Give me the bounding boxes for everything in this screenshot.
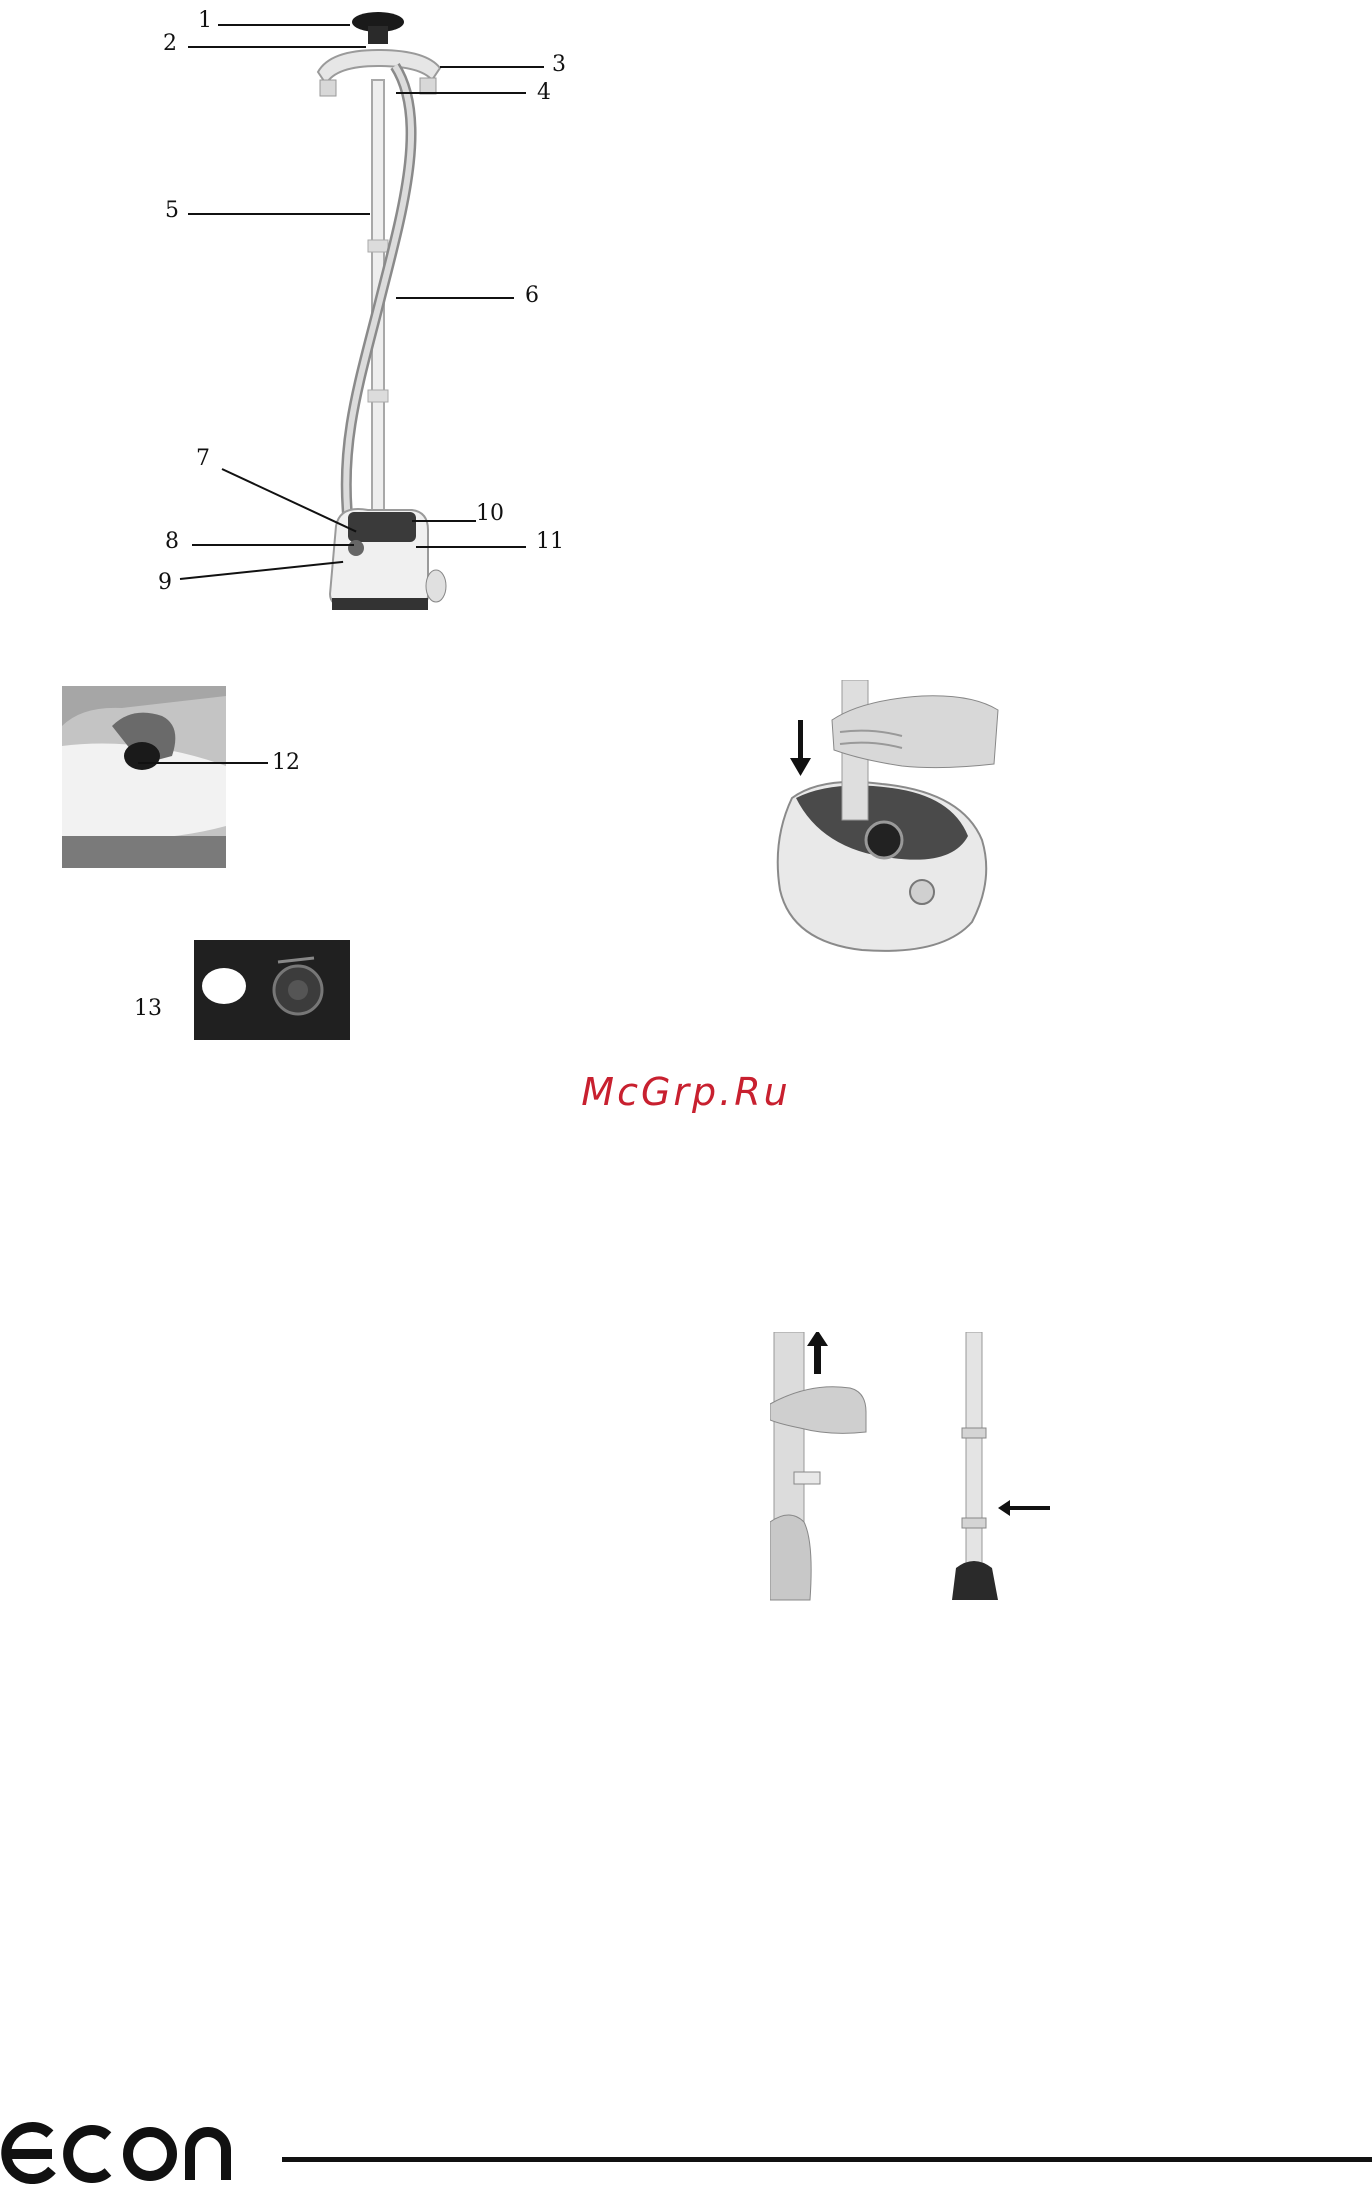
callout-13: 13: [134, 998, 162, 1020]
detail-photo-tank-cap: [62, 686, 226, 868]
callout-9: 9: [158, 572, 172, 594]
callout-6: 6: [525, 285, 539, 307]
callout-2: 2: [163, 33, 177, 55]
callout-11: 11: [536, 531, 564, 553]
callout-3: 3: [552, 54, 566, 76]
callout-7: 7: [196, 448, 210, 470]
watermark: McGrp.Ru: [0, 1070, 1372, 1114]
callout-1: 1: [198, 10, 212, 32]
callout-8: 8: [165, 531, 179, 553]
footer-rule: [282, 2157, 1372, 2162]
econ-logo-mark: [0, 2122, 236, 2184]
econ-logo: [0, 2122, 236, 2184]
callout-4: 4: [537, 82, 551, 104]
photo-pole-extension: [770, 1332, 1060, 1604]
steamer-illustration: [0, 0, 700, 660]
photo-pole-insertion: [762, 680, 1006, 960]
callout-5: 5: [165, 200, 179, 222]
detail-photo-control-panel: [194, 940, 350, 1040]
steamer-diagram: 1 2 3 4 5 6 7 8 9 10 11: [0, 0, 700, 660]
callout-10: 10: [476, 503, 504, 525]
callout-12: 12: [272, 752, 300, 774]
